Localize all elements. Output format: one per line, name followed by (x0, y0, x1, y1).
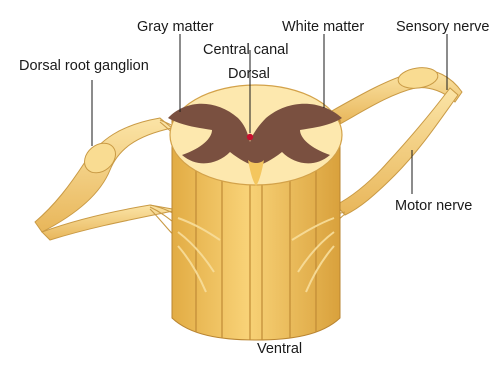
label-dorsal-root-ganglion: Dorsal root ganglion (19, 59, 149, 74)
label-dorsal: Dorsal (228, 67, 270, 82)
spinal-cord (168, 85, 342, 340)
label-ventral: Ventral (257, 342, 302, 357)
label-motor-nerve: Motor nerve (395, 199, 472, 214)
label-white-matter: White matter (282, 20, 364, 35)
central-canal-dot (247, 134, 253, 140)
label-gray-matter: Gray matter (137, 20, 214, 35)
left-spinal-nerve (35, 118, 188, 246)
label-sensory-nerve: Sensory nerve (396, 20, 490, 35)
label-central-canal: Central canal (203, 43, 288, 58)
